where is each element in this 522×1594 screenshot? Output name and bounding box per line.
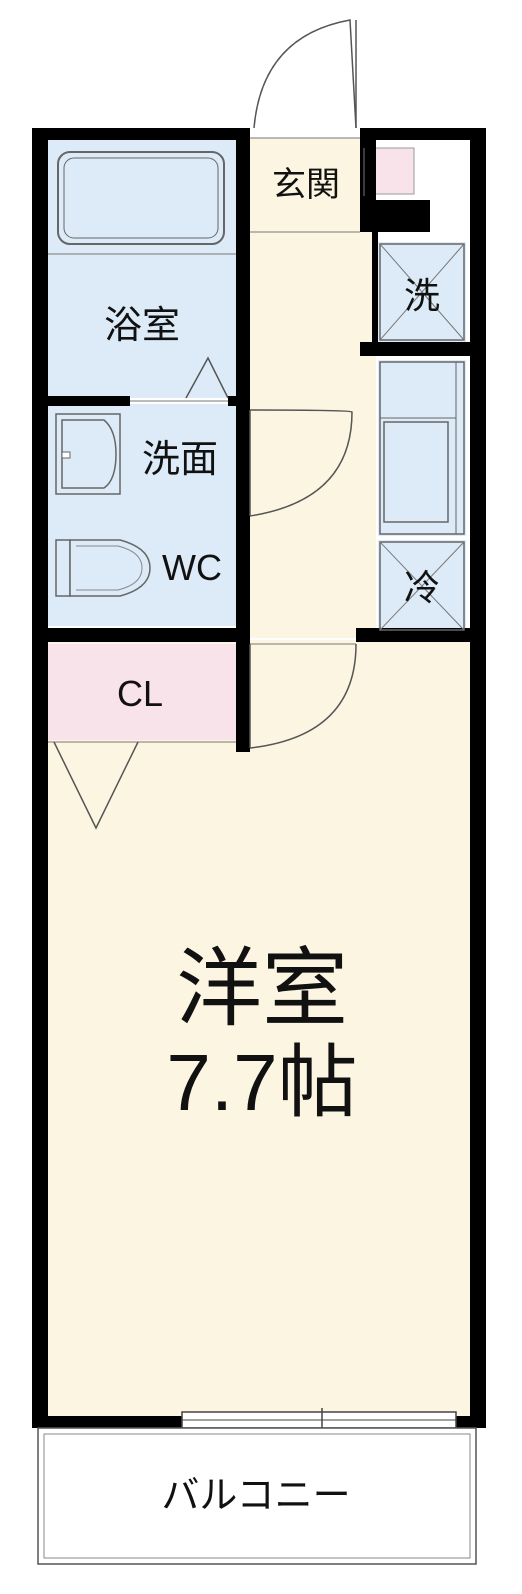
- bathtub-inner: [63, 157, 219, 239]
- wall-bath-side: [236, 128, 250, 638]
- balcony-label: バルコニー: [161, 1475, 350, 1517]
- wash-basin-bowl: [61, 419, 117, 489]
- western-room-size: 7.7帖: [166, 1038, 357, 1127]
- wall-top-left: [32, 128, 250, 140]
- toilet-bowl: [69, 539, 151, 597]
- wall-bottom-right: [456, 1416, 486, 1428]
- washer-label: 洗: [404, 275, 440, 316]
- entrance-area: [250, 140, 360, 232]
- main-room-area: [48, 640, 470, 1420]
- wall-bath-wash: [32, 396, 130, 406]
- kitchen-sink: [383, 421, 449, 523]
- toilet-label: WC: [162, 547, 222, 588]
- wall-closet-side: [236, 640, 250, 752]
- kitchen-area: [378, 360, 466, 536]
- washer-cross-b: [379, 243, 465, 341]
- wall-wc-closet: [32, 628, 250, 642]
- wash-door-jamb: [236, 516, 250, 526]
- wash-door-arc: [249, 409, 353, 517]
- closet-area-top: [48, 644, 236, 740]
- closet-folding-door: [53, 741, 139, 830]
- bath-door-swing: [185, 356, 229, 399]
- wall-corridor-room: [356, 628, 486, 642]
- wall-right: [470, 128, 486, 1428]
- washer-box: [379, 243, 465, 341]
- wall-entrance-step: [360, 200, 430, 232]
- kitchen-counter: [379, 361, 465, 535]
- entrance-label: 玄関: [272, 166, 340, 204]
- closet-label: CL: [117, 673, 163, 714]
- wall-utility-left: [372, 232, 378, 342]
- fridge-cross-b: [379, 541, 465, 631]
- fridge-label: 冷: [404, 567, 440, 608]
- wall-bottom-left: [32, 1416, 182, 1428]
- fridge-box: [379, 541, 465, 631]
- wash-basin-tap: [61, 451, 71, 459]
- bathtub: [57, 151, 225, 245]
- wall-bath-wash-right: [228, 396, 250, 406]
- wall-utility-divider: [360, 342, 470, 356]
- toilet-tank: [55, 539, 71, 597]
- wall-left: [32, 128, 48, 1428]
- entrance-door-arc: [253, 19, 357, 129]
- entrance-accent: [369, 147, 415, 195]
- balcony: [37, 1427, 477, 1565]
- toilet-seat: [76, 545, 143, 591]
- western-room-label: 洋室: [176, 941, 348, 1037]
- balcony-inner: [43, 1433, 471, 1559]
- room-door-arc: [249, 643, 357, 749]
- washstand-label: 洗面: [142, 439, 218, 481]
- bathroom-label: 浴室: [104, 305, 180, 347]
- wall-top-right: [360, 128, 486, 140]
